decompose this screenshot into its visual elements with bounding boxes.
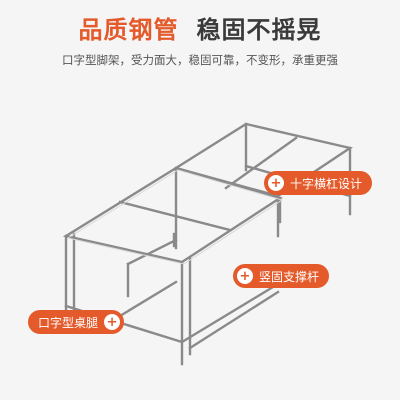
headline-main: 稳固不摇晃	[196, 16, 322, 44]
subtitle: 口字型脚架，受力面大，稳固可靠，不变形，承重更强	[62, 53, 338, 67]
plus-icon: +	[268, 175, 284, 191]
callout-vertical-support: + 竖固支撑杆	[233, 264, 330, 288]
callout-vertical-support-label: 竖固支撑杆	[259, 269, 320, 284]
callout-cross-beam-label: 十字横杠设计	[290, 176, 363, 191]
callout-cross-beam: + 十字横杠设计	[264, 171, 373, 195]
callout-leg: 口字型桌腿 +	[28, 310, 125, 334]
headline: 品质钢管稳固不摇晃	[0, 10, 400, 45]
plus-icon: +	[104, 314, 121, 330]
plus-icon: +	[237, 268, 253, 284]
headline-accent: 品质钢管	[78, 16, 179, 44]
callout-leg-label: 口字型桌腿	[38, 315, 99, 330]
